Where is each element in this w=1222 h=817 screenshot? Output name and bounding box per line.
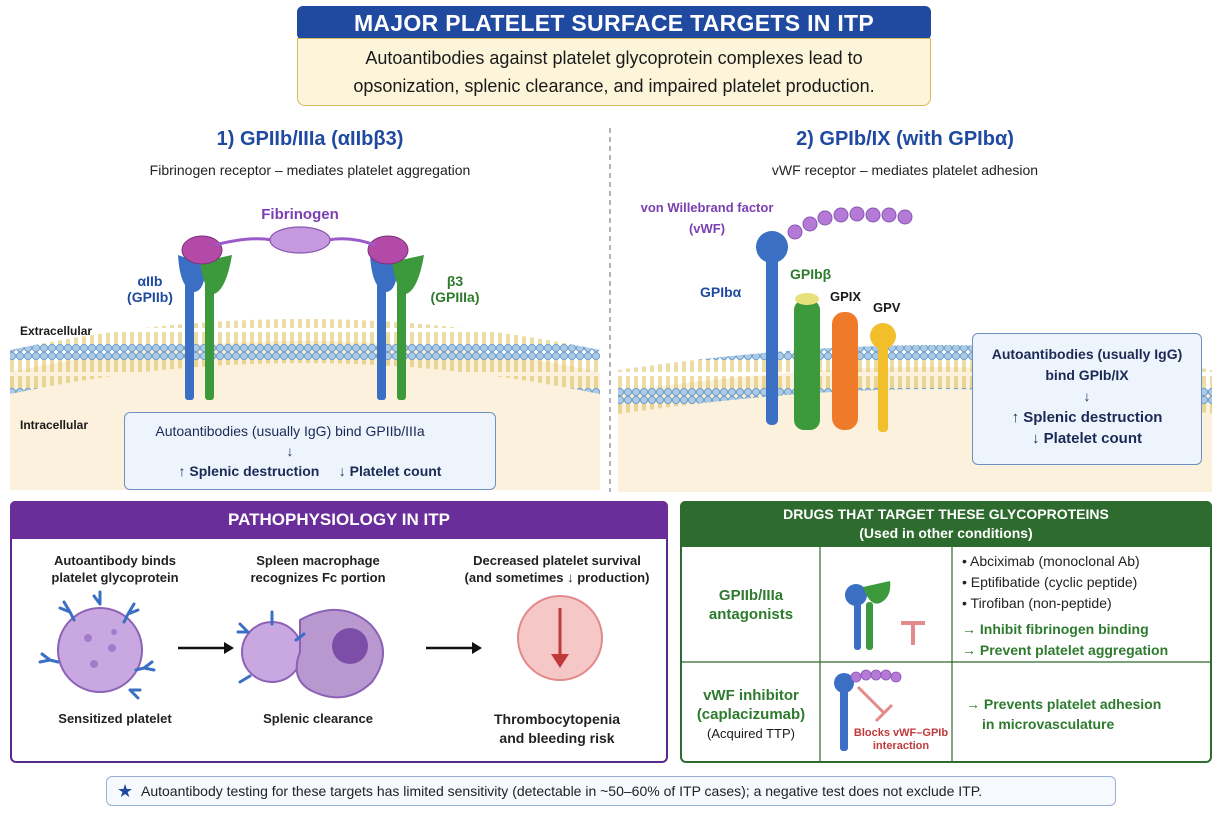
- gpib-box-line1: Autoantibodies (usually IgG): [991, 346, 1183, 362]
- summary-line-1: Autoantibodies against platelet glycopro…: [365, 48, 863, 68]
- drug-tirofiban: • Tirofiban (non-peptide): [962, 595, 1112, 611]
- vwf-class-line1: vWF inhibitor: [703, 687, 799, 704]
- gpiib-box-line1: Autoantibodies (usually IgG) bind GPIIb/…: [155, 423, 425, 439]
- blocks-line2: interaction: [872, 740, 930, 752]
- gpiib-class-line2: antagonists: [708, 606, 794, 623]
- pathophysiology-illustration: [38, 590, 603, 700]
- vwf-inhibitor-class: vWF inhibitor (caplacizumab) (Acquired T…: [686, 686, 816, 741]
- star-icon: ★: [117, 781, 134, 801]
- page-title: MAJOR PLATELET SURFACE TARGETS IN ITP: [297, 6, 931, 40]
- vwf-line2: (vWF): [688, 221, 726, 236]
- gpiib-drug-list: • Abciximab (monoclonal Ab) • Eptifibati…: [962, 551, 1207, 661]
- patho-step1-line1: Autoantibody binds: [53, 553, 177, 568]
- vwf-effect-line2: in microvasculature: [982, 716, 1115, 732]
- sensitized-platelet-icon: [38, 590, 156, 700]
- drugs-header: DRUGS THAT TARGET THESE GLYCOPROTEINS (U…: [680, 501, 1212, 547]
- gpib-alpha-label: GPIbα: [700, 284, 742, 300]
- patho-step1-caption: Autoantibody binds platelet glycoprotein: [30, 552, 200, 586]
- vwf-class-line2: (caplacizumab): [696, 706, 806, 723]
- vwf-chain: [787, 206, 913, 240]
- gpiib-antagonist-icon: [845, 581, 925, 650]
- gpiib-antagonists-class: GPIIb/IIIa antagonists: [686, 586, 816, 624]
- gpiib-box-count: ↓ Platelet count: [338, 463, 442, 479]
- gpib-alpha-shape: [756, 231, 788, 425]
- summary-line-2: opsonization, splenic clearance, and imp…: [353, 76, 875, 96]
- fibrinogen-label: Fibrinogen: [261, 206, 339, 223]
- gpiib-box-arrow: ↓: [286, 443, 294, 459]
- patho-step2-caption: Spleen macrophage recognizes Fc portion: [228, 552, 408, 586]
- gpix-label: GPIX: [830, 289, 862, 304]
- vwf-effect: → Prevents platelet adhesion in microvas…: [966, 694, 1206, 734]
- decreased-count-icon: [517, 595, 603, 681]
- footer-text: Autoantibody testing for these targets h…: [141, 783, 983, 799]
- patho-step1-line2: platelet glycoprotein: [51, 570, 179, 585]
- pathophysiology-title: PATHOPHYSIOLOGY IN ITP: [10, 501, 668, 539]
- alpha-iib-label: αIIb (GPIIb): [118, 273, 182, 305]
- gpiib-iiia-subtitle: Fibrinogen receptor – mediates platelet …: [149, 162, 471, 178]
- gpiib-box-splenic: ↑ Splenic destruction: [178, 463, 320, 479]
- extracellular-label: Extracellular: [20, 324, 93, 338]
- vwf-class-line3: (Acquired TTP): [707, 726, 795, 741]
- thrombocytopenia-line2: and bleeding risk: [499, 730, 615, 746]
- intracellular-label: Intracellular: [20, 418, 89, 432]
- vwf-label: von Willebrand factor (vWF): [632, 200, 782, 236]
- gpib-ix-subtitle: vWF receptor – mediates platelet adhesio…: [771, 162, 1039, 178]
- patho-step3-line2: (and sometimes ↓ production): [464, 570, 650, 585]
- gpiib-iiia-receptor-left: [178, 235, 232, 400]
- fibrinogen-shape: [269, 226, 331, 254]
- gpiib-iiia-receptor-right: [367, 235, 424, 400]
- beta3-label: β3 (GPIIIa): [420, 273, 490, 305]
- drug-abciximab: • Abciximab (monoclonal Ab): [962, 553, 1140, 569]
- drug-eptifibatide: • Eptifibatide (cyclic peptide): [962, 574, 1138, 590]
- gpib-ix-autoantibody-box: Autoantibodies (usually IgG) bind GPIb/I…: [972, 333, 1202, 465]
- drugs-subtitle: (Used in other conditions): [859, 525, 1033, 541]
- effect-inhibit-fibrinogen: → Inhibit fibrinogen binding: [962, 621, 1149, 637]
- patho-step2-line2: recognizes Fc portion: [250, 570, 386, 585]
- patho-step2-line1: Spleen macrophage: [256, 553, 380, 568]
- beta3-line2: (GPIIIa): [430, 289, 480, 305]
- thrombocytopenia-label: Thrombocytopenia and bleeding risk: [452, 710, 662, 748]
- blocks-vwf-label: Blocks vWF–GPIb interaction: [846, 727, 956, 753]
- drugs-table-grid: [680, 547, 1212, 761]
- gpib-beta-label: GPIbβ: [790, 266, 832, 282]
- gpiib-iiia-title: 1) GPIIb/IIIa (αIIbβ3): [216, 128, 404, 150]
- gpib-box-splenic: ↑ Splenic destruction: [1011, 409, 1163, 426]
- vwf-effect-line1: → Prevents platelet adhesion: [966, 696, 1162, 712]
- gpib-box-line2: bind GPIb/IX: [1045, 367, 1129, 383]
- patho-step3-line1: Decreased platelet survival: [473, 553, 641, 568]
- alpha-iib-line2: (GPIIb): [127, 289, 173, 305]
- gpv-label: GPV: [873, 300, 901, 315]
- alpha-iib-line1: αIIb: [137, 273, 163, 289]
- gpiib-box-effects: ↑ Splenic destruction ↓ Platelet count: [125, 461, 495, 481]
- summary-box: Autoantibodies against platelet glycopro…: [297, 38, 931, 106]
- thrombocytopenia-line1: Thrombocytopenia: [493, 711, 620, 727]
- gpib-beta-shape: [794, 293, 820, 430]
- gpix-shape: [832, 312, 858, 430]
- vwf-inhibitor-icon: [834, 669, 902, 751]
- spleen-macrophage-icon: [236, 608, 384, 699]
- patho-step3-caption: Decreased platelet survival (and sometim…: [452, 552, 662, 586]
- footer-note: ★ Autoantibody testing for these targets…: [106, 776, 1116, 806]
- gpiib-iiia-autoantibody-box: Autoantibodies (usually IgG) bind GPIIb/…: [124, 412, 496, 490]
- blocks-line1: Blocks vWF–GPIb: [853, 727, 949, 739]
- gpib-box-count: ↓ Platelet count: [1031, 430, 1143, 447]
- splenic-clearance-label: Splenic clearance: [263, 711, 373, 726]
- gpib-ix-title: 2) GPIb/IX (with GPIbα): [796, 128, 1014, 150]
- beta3-line1: β3: [446, 273, 464, 289]
- effect-prevent-aggregation: → Prevent platelet aggregation: [962, 642, 1169, 658]
- gpiib-class-line1: GPIIb/IIIa: [718, 587, 784, 604]
- sensitized-platelet-label: Sensitized platelet: [58, 711, 172, 726]
- left-membrane: [10, 319, 600, 394]
- vwf-line1: von Willebrand factor: [640, 200, 774, 215]
- gpv-shape: [870, 323, 896, 432]
- gpib-box-arrow: ↓: [1083, 388, 1091, 404]
- drugs-title: DRUGS THAT TARGET THESE GLYCOPROTEINS: [783, 506, 1109, 522]
